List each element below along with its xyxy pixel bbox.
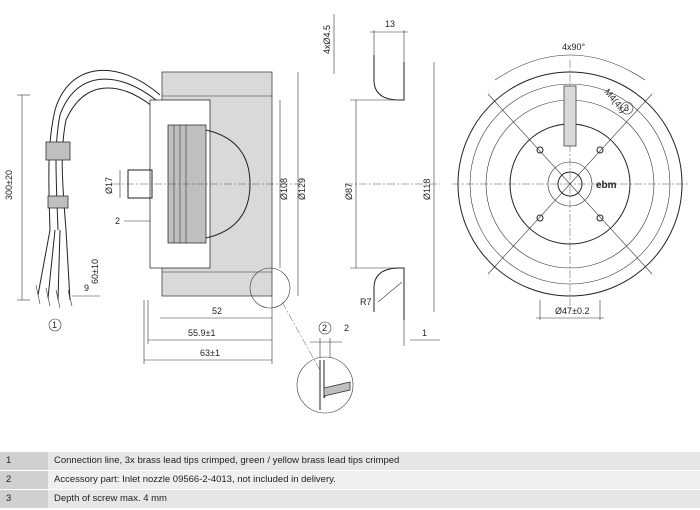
note-number: 3 xyxy=(0,490,48,508)
dim-1: 1 xyxy=(422,328,427,338)
note-text: Depth of screw max. 4 mm xyxy=(54,493,167,504)
cable-sleeve-lower xyxy=(47,195,69,209)
notes-table: 1 Connection line, 3x brass lead tips cr… xyxy=(0,452,700,509)
cable-exit xyxy=(563,85,577,147)
strip-length-label: 60±10 xyxy=(90,259,100,284)
callout-2-circle xyxy=(318,321,332,335)
note-text: Connection line, 3x brass lead tips crim… xyxy=(54,455,400,466)
callout-1-circle xyxy=(48,318,62,332)
technical-drawing: 300±20 9 60±10 1 Ø17 2 52 55.9±1 63±1 Ø xyxy=(4,14,690,414)
callout-2-label: 2 xyxy=(322,323,327,333)
dim-108: Ø108 xyxy=(279,178,289,200)
front-view: 4x90° M4(4x) 3 ebm Ø47±0.2 xyxy=(452,42,690,320)
dim-pcd: Ø47±0.2 xyxy=(555,306,589,316)
cable-sleeve xyxy=(45,141,71,161)
dim-r7: R7 xyxy=(360,297,372,307)
side-view: Ø17 2 52 55.9±1 63±1 Ø108 Ø129 xyxy=(104,71,321,371)
section-view: 13 4xØ4.5 Ø87 Ø118 R7 1 xyxy=(322,14,440,346)
cable-length-label: 300±20 xyxy=(4,170,14,200)
dim-52: 52 xyxy=(212,306,222,316)
dim-63: 63±1 xyxy=(200,348,220,358)
detail-marker-circle xyxy=(249,267,291,309)
note-row: 1 Connection line, 3x brass lead tips cr… xyxy=(0,452,700,470)
lead-length-label: 9 xyxy=(84,283,89,293)
note-text: Accessory part: Inlet nozzle 09566-2-401… xyxy=(54,474,336,485)
note-row: 3 Depth of screw max. 4 mm xyxy=(0,490,700,508)
dim-angle: 4x90° xyxy=(562,42,586,52)
dim-shaft-dia: Ø17 xyxy=(104,177,114,194)
dim-holes: 4xØ4.5 xyxy=(322,25,332,54)
note-row: 2 Accessory part: Inlet nozzle 09566-2-4… xyxy=(0,471,700,489)
callout-3-label: 3 xyxy=(624,103,629,113)
dim-13: 13 xyxy=(385,19,395,29)
note-number: 2 xyxy=(0,471,48,489)
dim-2: 2 xyxy=(115,216,120,226)
note-number: 1 xyxy=(0,452,48,470)
nozzle-detail-view: 2 2 xyxy=(296,321,354,414)
detail-circle xyxy=(296,356,354,414)
callout-3-circle xyxy=(620,101,634,115)
dim-55-9: 55.9±1 xyxy=(188,328,215,338)
dim-118: Ø118 xyxy=(422,179,432,200)
dim-129: Ø129 xyxy=(297,178,307,200)
dim-87: Ø87 xyxy=(344,183,354,200)
callout-1-label: 1 xyxy=(52,320,57,330)
detail-dim-2: 2 xyxy=(344,323,349,333)
brand-logo: ebm xyxy=(596,180,617,191)
connection-cable: 300±20 9 60±10 1 xyxy=(4,69,161,332)
